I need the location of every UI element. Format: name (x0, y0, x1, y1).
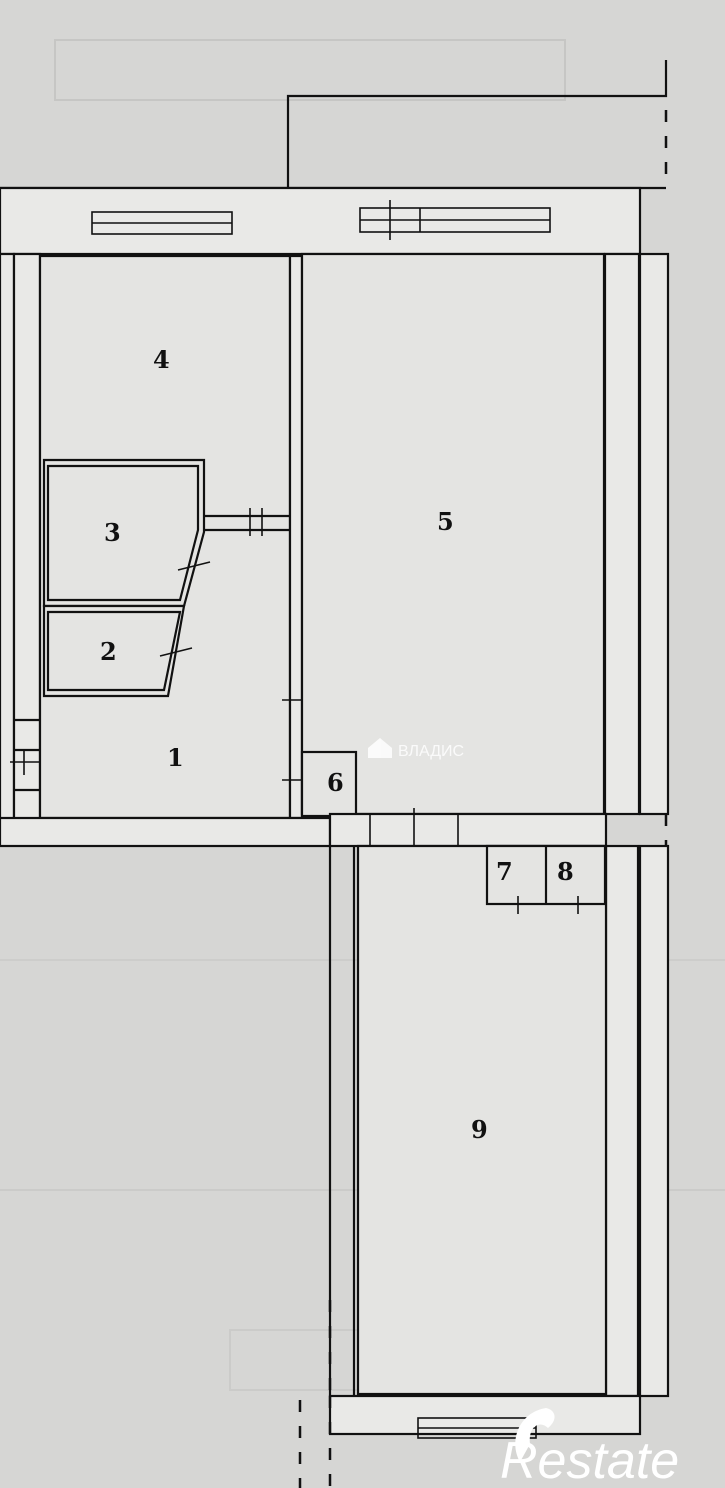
room-label-1: 1 (167, 743, 184, 772)
house-icon (368, 738, 392, 758)
room-label-6: 6 (327, 768, 344, 797)
room-label-3: 3 (104, 518, 121, 547)
room-5-area (300, 252, 606, 816)
room-labels: 4 3 2 1 5 6 7 8 9 (100, 345, 574, 1144)
right-wall (603, 252, 670, 1398)
lower-structure (0, 808, 642, 1488)
center-watermark: ВЛАДИС (368, 738, 464, 760)
restate-logo: Restate (500, 1408, 679, 1488)
restate-swoosh-icon (515, 1408, 555, 1462)
left-apartment-block (38, 254, 296, 820)
center-watermark-text: ВЛАДИС (398, 743, 464, 760)
restate-logo-text: Restate (500, 1432, 679, 1488)
room-label-7: 7 (496, 857, 513, 886)
room-label-2: 2 (100, 637, 117, 666)
room-label-8: 8 (557, 857, 574, 886)
top-wall-windows (0, 186, 642, 256)
room-label-4: 4 (153, 345, 170, 374)
room-label-9: 9 (471, 1115, 488, 1144)
room-label-5: 5 (437, 507, 454, 536)
